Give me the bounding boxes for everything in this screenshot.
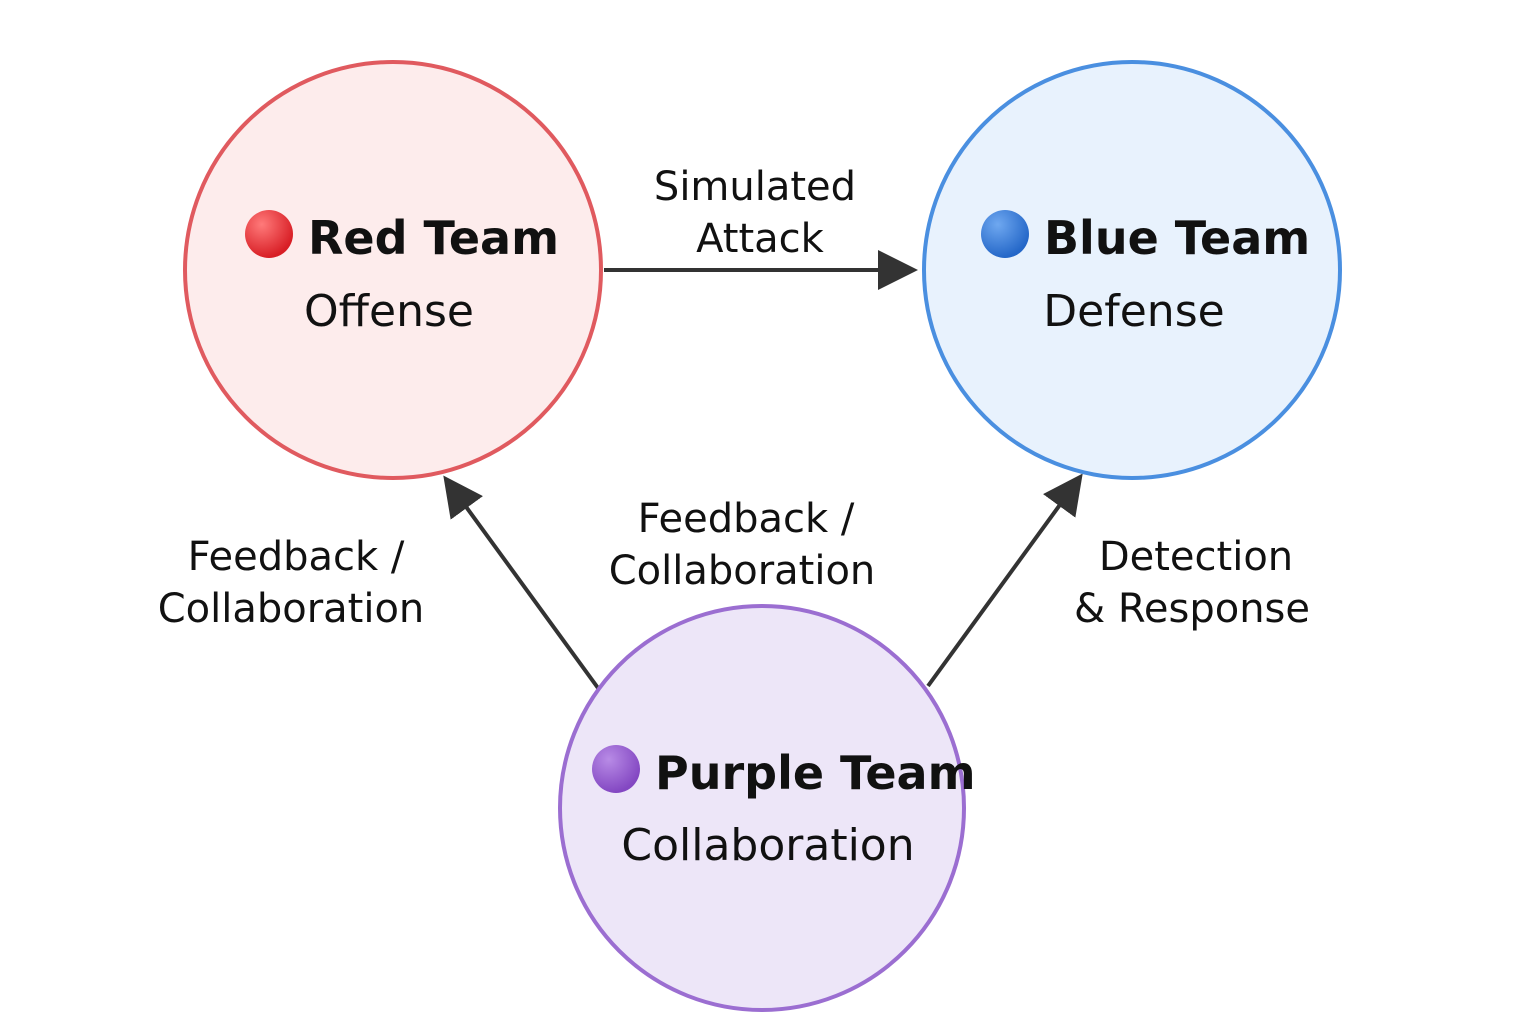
label-simulated-attack-line2: Attack [696, 216, 825, 262]
label-detection-line1: Detection [1099, 534, 1293, 580]
arrow-purple-to-red [443, 475, 600, 690]
label-feedback-left-line1: Feedback / [188, 534, 405, 580]
red-team-node: Red Team Offense [183, 60, 603, 480]
label-detection-line2: & Response [1074, 586, 1310, 632]
blue-team-subtitle: Defense [1043, 286, 1224, 337]
purple-dot-icon [592, 745, 640, 793]
blue-team-circle [922, 60, 1342, 480]
purple-team-node: Purple Team Collaboration [558, 604, 976, 1012]
arrow-purple-to-blue [926, 473, 1083, 688]
red-team-subtitle: Offense [304, 286, 474, 337]
label-feedback-left-line2: Collaboration [158, 586, 425, 632]
purple-team-circle [558, 604, 966, 1012]
red-team-title: Red Team [308, 211, 559, 265]
label-feedback-center-line2: Collaboration [609, 548, 876, 594]
red-team-circle [183, 60, 603, 480]
red-dot-icon [245, 210, 293, 258]
blue-team-node: Blue Team Defense [922, 60, 1342, 480]
label-feedback-center-line1: Feedback / [638, 496, 855, 542]
blue-team-title: Blue Team [1044, 211, 1310, 265]
label-simulated-attack-line1: Simulated [654, 164, 856, 210]
purple-team-title: Purple Team [655, 746, 976, 800]
blue-dot-icon [981, 210, 1029, 258]
purple-team-subtitle: Collaboration [621, 820, 914, 871]
